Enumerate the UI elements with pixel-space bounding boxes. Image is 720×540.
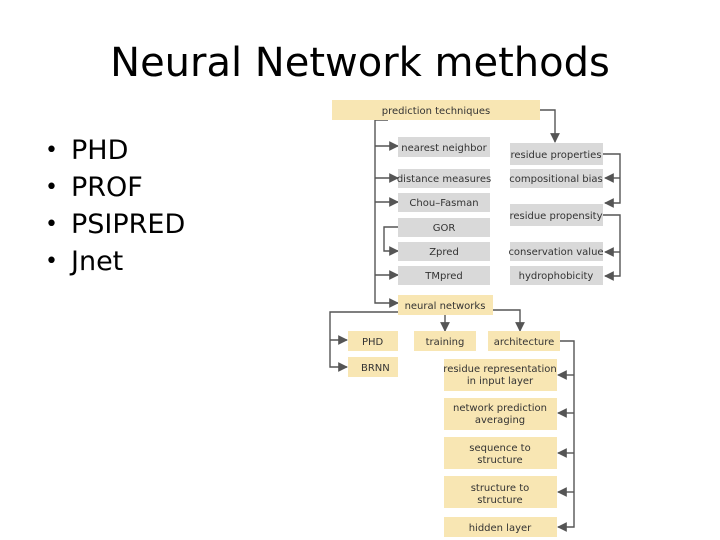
- nn-child-node: architecture: [488, 331, 560, 351]
- property-node: residue properties: [510, 143, 603, 165]
- bullet-list: •PHD •PROF •PSIPRED •Jnet: [45, 132, 185, 280]
- svg-text:sequence to: sequence to: [469, 443, 530, 454]
- svg-text:structure to: structure to: [471, 483, 530, 494]
- svg-text:BRNN: BRNN: [361, 363, 390, 374]
- bullet-dot-icon: •: [45, 138, 58, 163]
- architecture-item-node: network prediction averaging: [444, 398, 557, 430]
- svg-text:neural networks: neural networks: [405, 301, 486, 312]
- property-node: residue propensity: [509, 204, 603, 226]
- neural-networks-node: neural networks: [398, 295, 493, 315]
- svg-text:Zpred: Zpred: [429, 247, 459, 258]
- svg-text:architecture: architecture: [494, 337, 555, 348]
- svg-text:residue representation: residue representation: [443, 364, 556, 375]
- method-node: TMpred: [398, 266, 490, 285]
- bullet-dot-icon: •: [45, 249, 58, 274]
- nn-child-node: training: [414, 331, 476, 351]
- svg-text:compositional bias: compositional bias: [509, 174, 603, 185]
- property-node: conservation value: [508, 242, 604, 261]
- svg-text:PHD: PHD: [362, 337, 384, 348]
- architecture-item-node: structure to structure: [444, 476, 557, 508]
- architecture-item-node: hidden layer: [444, 517, 557, 537]
- property-node: hydrophobicity: [510, 266, 603, 285]
- nn-method-node: BRNN: [348, 357, 398, 377]
- architecture-item-node: residue representation in input layer: [443, 359, 557, 391]
- svg-text:residue properties: residue properties: [510, 150, 601, 161]
- svg-text:structure: structure: [477, 495, 522, 506]
- svg-text:conservation value: conservation value: [508, 247, 603, 258]
- method-node: Zpred: [398, 242, 490, 261]
- svg-text:residue propensity: residue propensity: [509, 211, 602, 222]
- svg-text:hydrophobicity: hydrophobicity: [519, 271, 594, 282]
- svg-text:averaging: averaging: [475, 415, 525, 426]
- svg-text:prediction techniques: prediction techniques: [382, 106, 490, 117]
- bullet-dot-icon: •: [45, 175, 58, 200]
- svg-text:nearest neighbor: nearest neighbor: [401, 143, 487, 154]
- svg-text:training: training: [426, 337, 465, 348]
- svg-text:TMpred: TMpred: [424, 271, 462, 282]
- bullet-item: •Jnet: [45, 243, 185, 280]
- nn-method-node: PHD: [348, 331, 398, 351]
- bullet-dot-icon: •: [45, 212, 58, 237]
- method-node: distance measures: [397, 169, 491, 188]
- architecture-item-node: sequence to structure: [444, 437, 557, 469]
- slide-title: Neural Network methods: [110, 40, 610, 86]
- svg-text:GOR: GOR: [433, 223, 456, 234]
- property-node: compositional bias: [509, 169, 603, 188]
- bullet-item: •PSIPRED: [45, 206, 185, 243]
- bullet-item: •PROF: [45, 169, 185, 206]
- svg-text:Chou–Fasman: Chou–Fasman: [409, 198, 478, 209]
- bullet-item: •PHD: [45, 132, 185, 169]
- svg-text:hidden layer: hidden layer: [469, 523, 532, 534]
- svg-text:structure: structure: [477, 455, 522, 466]
- svg-text:network prediction: network prediction: [453, 403, 547, 414]
- method-node: nearest neighbor: [398, 137, 490, 157]
- svg-text:distance measures: distance measures: [397, 174, 491, 185]
- method-node: Chou–Fasman: [398, 193, 490, 212]
- root-node: prediction techniques: [332, 100, 540, 120]
- svg-text:in input layer: in input layer: [467, 376, 534, 387]
- method-node: GOR: [398, 218, 490, 237]
